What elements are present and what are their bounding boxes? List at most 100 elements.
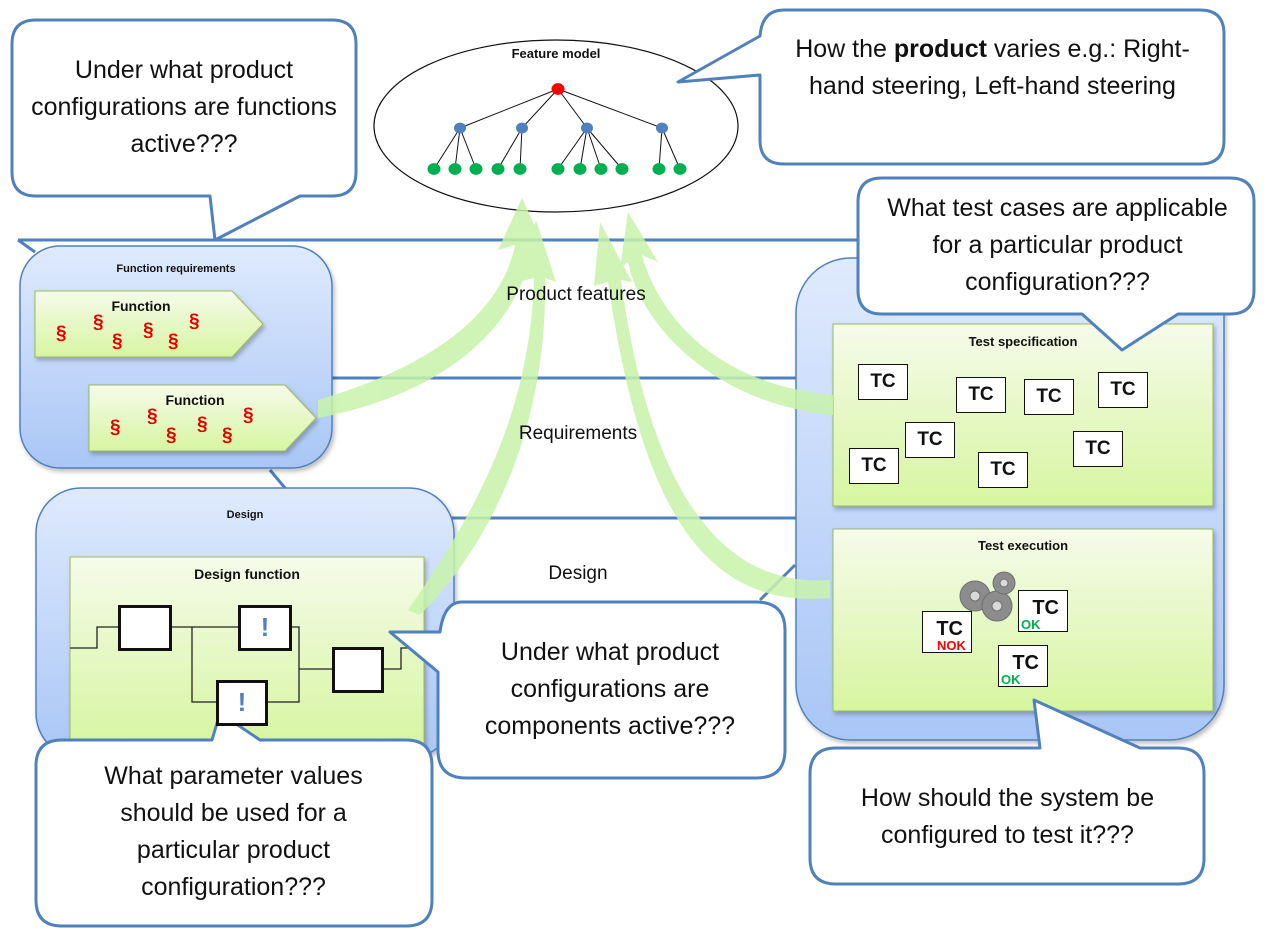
test-specification-title: Test specification (968, 334, 1078, 349)
test-case: TC (1098, 372, 1148, 408)
feature-node (454, 122, 466, 134)
feature-node (656, 122, 668, 134)
test-case: TC (849, 448, 899, 484)
requirement-symbol: § (168, 331, 179, 352)
feature-node (516, 122, 528, 134)
feature-node (581, 122, 593, 134)
callout-functions-active (10, 18, 358, 242)
feature-leaf-node (427, 163, 441, 175)
requirement-symbol: § (143, 320, 154, 341)
variant-marker-icon: ! (237, 687, 247, 717)
feature-leaf-node (513, 163, 527, 175)
tree-edge (557, 127, 588, 170)
tree-edge (557, 88, 588, 129)
tree-edge (433, 127, 461, 170)
design-function-title: Design function (194, 566, 300, 582)
requirement-symbol: § (110, 417, 121, 438)
callout-product-varies (676, 8, 1226, 166)
tree-edge (557, 88, 663, 129)
tree-edge (586, 127, 623, 170)
feature-root-node (551, 83, 565, 95)
requirement-symbol: § (56, 323, 67, 344)
feature-tree (427, 83, 687, 175)
callout-parameter-values-text: What parameter values should be used for… (104, 762, 363, 901)
requirement-symbol: § (147, 406, 158, 427)
feature-model-ellipse (373, 39, 739, 213)
requirement-symbol: § (243, 405, 254, 426)
function-box-2 (88, 384, 317, 452)
feature-leaf-node (448, 163, 462, 175)
design-wires (70, 626, 410, 703)
test-status-badge: NOK (937, 638, 966, 653)
tree-edge (459, 88, 559, 129)
tree-edge (658, 127, 663, 170)
variant-marker-icon: ! (260, 612, 270, 642)
lane-label-requirements: Requirements (518, 423, 638, 444)
feature-leaf-node (594, 163, 608, 175)
function-label-1: Function (111, 298, 171, 314)
feature-leaf-node (652, 163, 666, 175)
trace-arrows (318, 198, 833, 615)
test-execution-title: Test execution (977, 538, 1069, 553)
requirement-symbol: § (166, 425, 177, 446)
requirement-symbol: § (197, 414, 208, 435)
feature-leaf-node (673, 163, 687, 175)
callout-functions-active-text: Under what product configurations are fu… (31, 56, 337, 158)
feature-leaf-node (469, 163, 483, 175)
test-case-label: TC (1032, 597, 1059, 619)
function-requirements-title: Function requirements (116, 263, 236, 275)
function-label-2: Function (165, 392, 225, 408)
callout-test-cases-applicable-text: What test cases are applicable for a par… (887, 194, 1228, 296)
test-case-label: TC (936, 618, 963, 640)
callout-parameter-values (34, 711, 434, 928)
feature-model-title: Feature model (511, 46, 601, 61)
gears-icon (959, 571, 1016, 622)
feature-leaf-node (551, 163, 565, 175)
test-case: TC (1024, 379, 1074, 415)
test-status-badge: OK (1021, 617, 1041, 632)
test-case: TC (1073, 431, 1123, 467)
test-case: TC (905, 422, 955, 458)
callout-components-active (388, 600, 787, 780)
tree-edge (521, 88, 559, 129)
text-segment: varies e.g.: Right-hand steering, Left-h… (809, 35, 1190, 100)
arrow-design-to-feature (408, 220, 556, 615)
callout-system-configured (808, 698, 1206, 886)
requirement-symbol: § (222, 425, 233, 446)
arrow-testspec-to-feature (620, 212, 833, 415)
tree-edge (454, 127, 461, 170)
requirement-symbol: § (112, 331, 123, 352)
tree-edge (459, 127, 477, 170)
text-bold-product: product (893, 35, 987, 63)
test-case-label: TC (1012, 652, 1039, 674)
test-case: TC (956, 377, 1006, 413)
callout-product-varies-text: How the product varies e.g.: Right-hand … (780, 31, 1205, 105)
requirement-symbol: § (93, 312, 104, 333)
text-segment: How the (795, 35, 894, 63)
design-panel-title: Design (226, 509, 264, 521)
callout-test-cases-applicable (856, 176, 1256, 352)
feature-leaf-node (491, 163, 505, 175)
lane-label-design: Design (548, 563, 608, 584)
test-case: TC (858, 364, 908, 400)
test-status-badge: OK (1001, 672, 1021, 687)
tree-edge (579, 127, 588, 170)
tree-edge (497, 127, 523, 170)
callout-system-configured-text: How should the system be configured to t… (860, 784, 1155, 849)
callout-components-active-text: Under what product configurations are co… (484, 638, 736, 740)
arrow-function-to-feature (318, 198, 546, 418)
lane-label-product-features: Product features (506, 284, 646, 305)
arrow-exec-to-feature (594, 222, 830, 599)
feature-leaf-node (573, 163, 587, 175)
design-component-block (332, 647, 384, 693)
tree-edge (586, 127, 602, 170)
design-component-block-variant: ! (216, 680, 268, 726)
feature-leaf-node (615, 163, 629, 175)
design-component-block (118, 605, 172, 651)
tree-edge (661, 127, 681, 170)
tree-edge (519, 127, 523, 170)
